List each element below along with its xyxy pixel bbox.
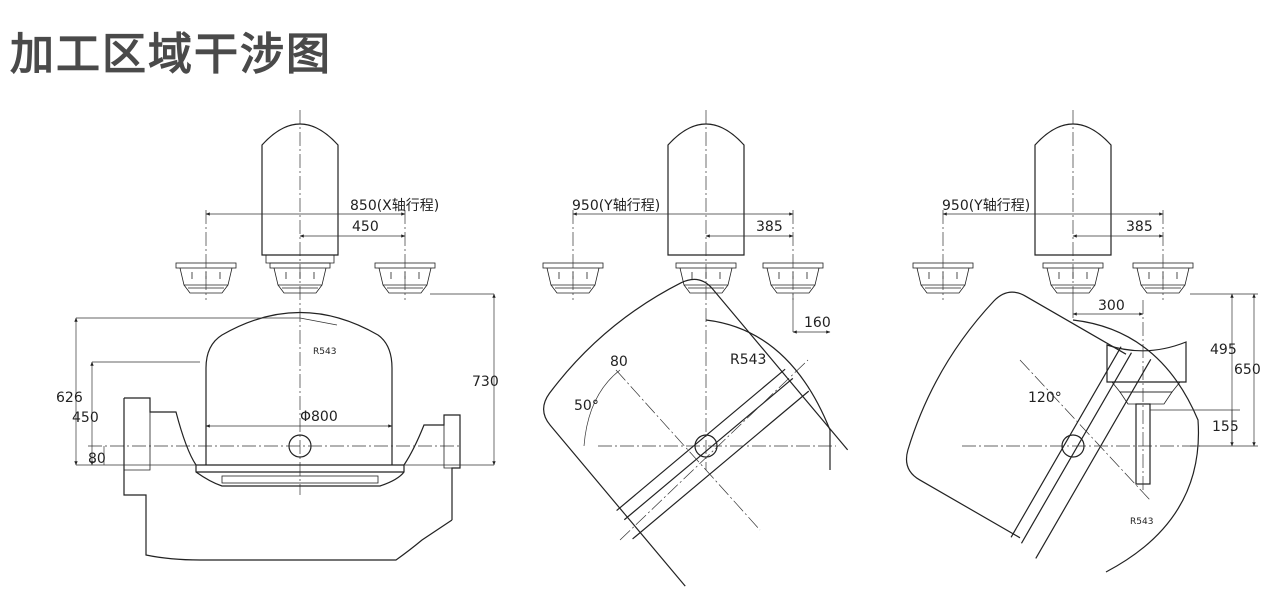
diagram-y-travel-50deg: 950(Y轴行程) 385 160 80 R543 50° [542, 110, 849, 587]
dim-300-label: 300 [1098, 298, 1125, 314]
offset-385-label: 385 [756, 219, 783, 235]
angle-50-label: 50° [574, 398, 599, 414]
y-travel-label: 950(Y轴行程) [942, 198, 1030, 214]
dim-160-label: 160 [804, 315, 831, 331]
y-travel-label: 950(Y轴行程) [572, 198, 660, 214]
offset-385-label: 385 [1126, 219, 1153, 235]
diagram-x-travel: 850(X轴行程) 450 R543 Φ800 626 450 80 730 [56, 110, 499, 561]
dim-80-label: 80 [610, 354, 628, 370]
r543-label: R543 [313, 347, 336, 357]
angle-120-label: 120° [1028, 390, 1062, 406]
diameter-label: Φ800 [300, 409, 338, 425]
diagram-y-travel-120deg: 950(Y轴行程) 385 300 120° R543 495 650 [905, 110, 1261, 573]
page-title: 加工区域干涉图 [10, 29, 332, 80]
dim-155-label: 155 [1212, 419, 1239, 435]
dim-626-label: 626 [56, 390, 83, 406]
dim-730-label: 730 [472, 374, 499, 390]
dim-650-label: 650 [1234, 362, 1261, 378]
dim-495-label: 495 [1210, 342, 1237, 358]
dim-450-label: 450 [72, 410, 99, 426]
r543-label: R543 [1130, 517, 1153, 527]
x-travel-label: 850(X轴行程) [350, 198, 439, 214]
dim-80-label: 80 [88, 451, 106, 467]
r543-label: R543 [730, 352, 766, 368]
offset-450-label: 450 [352, 219, 379, 235]
